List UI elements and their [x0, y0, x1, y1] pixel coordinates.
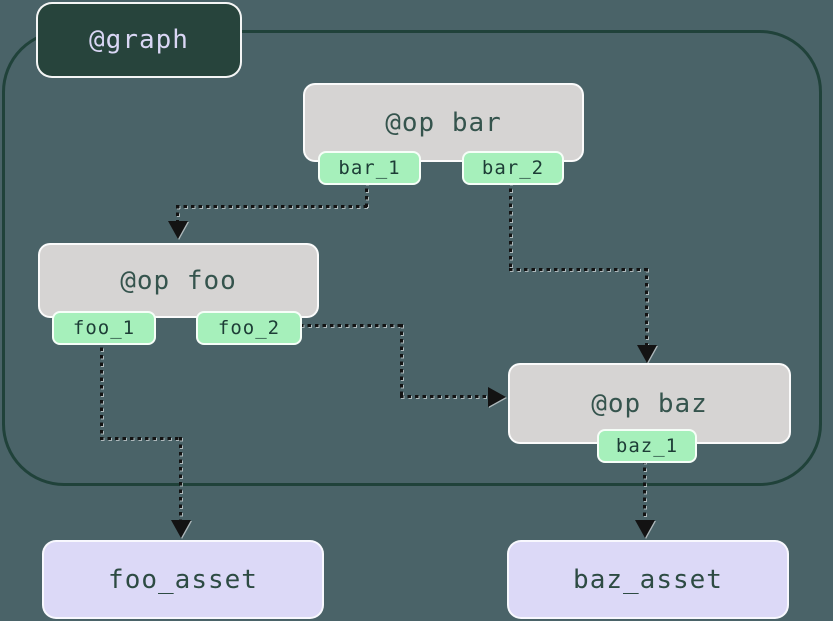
op-foo-title: @op foo	[120, 265, 237, 296]
output-tab-bar-2: bar_2	[462, 151, 564, 185]
op-node-foo: @op foo	[38, 243, 319, 318]
output-tab-foo-1: foo_1	[52, 311, 156, 345]
output-tab-foo-2: foo_2	[196, 311, 302, 345]
output-tab-bar-1: bar_1	[318, 151, 421, 185]
graph-container-outline	[2, 30, 822, 486]
asset-node-foo-asset: foo_asset	[42, 540, 324, 619]
op-bar-title: @op bar	[385, 107, 502, 138]
asset-baz-label: baz_asset	[573, 564, 723, 595]
output-tab-foo-2-label: foo_2	[217, 317, 281, 339]
output-tab-bar-2-label: bar_2	[481, 157, 545, 179]
arrowhead-down-icon	[171, 520, 191, 538]
output-tab-bar-1-label: bar_1	[338, 157, 401, 179]
asset-foo-label: foo_asset	[108, 564, 258, 595]
output-tab-foo-1-label: foo_1	[72, 317, 136, 339]
graph-label-text: @graph	[89, 25, 189, 55]
output-tab-baz-1: baz_1	[597, 429, 697, 463]
graph-label: @graph	[36, 2, 242, 78]
op-node-bar: @op bar	[303, 83, 584, 162]
asset-node-baz-asset: baz_asset	[507, 540, 789, 619]
output-tab-baz-1-label: baz_1	[615, 435, 679, 457]
op-baz-title: @op baz	[591, 388, 708, 419]
arrowhead-down-icon	[635, 520, 655, 538]
